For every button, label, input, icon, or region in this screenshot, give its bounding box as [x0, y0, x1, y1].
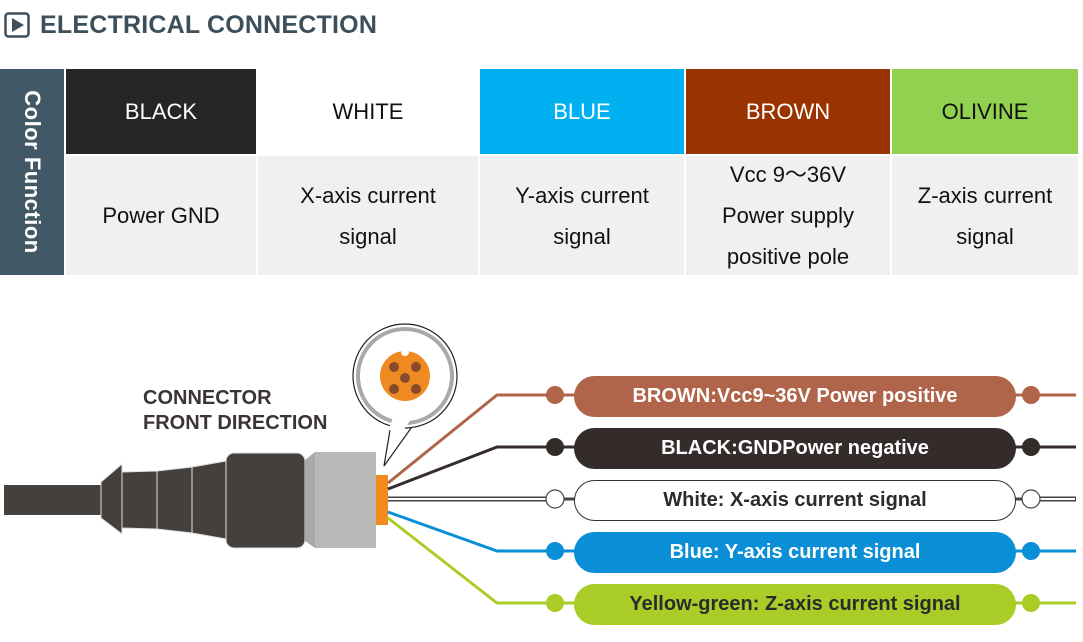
section-title: ELECTRICAL CONNECTION — [40, 10, 378, 39]
wire-yellow-green-dot-right — [1022, 594, 1040, 612]
table-column-blue: BLUE Y-axis current signal — [480, 69, 684, 275]
section-header: ELECTRICAL CONNECTION — [4, 10, 377, 40]
table-column-brown: BROWN Vcc 9～36V Power supply positive po… — [686, 69, 890, 275]
color-header-cell: WHITE — [258, 69, 478, 154]
color-header-cell: BLACK — [66, 69, 256, 154]
table-column-black: BLACK Power GND — [66, 69, 256, 275]
table-side-label: Color Function — [0, 69, 64, 275]
wire-blue-dot-left — [546, 542, 564, 560]
color-header-cell: BLUE — [480, 69, 684, 154]
function-cell: Y-axis current signal — [480, 156, 684, 275]
connector-face-icon — [380, 348, 430, 401]
wire-brown-dot-right — [1022, 386, 1040, 404]
wire-label-black: BLACK:GNDPower negative — [574, 428, 1016, 469]
table-column-olivine: OLIVINE Z-axis current signal — [892, 69, 1078, 275]
connector-label-line2: FRONT DIRECTION — [143, 412, 328, 434]
function-cell: Power GND — [66, 156, 256, 275]
wire-yellow-green-dot-left — [546, 594, 564, 612]
table-column-white: WHITE X-axis current signal — [258, 69, 478, 275]
function-cell: X-axis current signal — [258, 156, 478, 275]
wire-black — [387, 445, 555, 491]
play-icon — [4, 12, 30, 38]
wire-black-dot-left — [546, 438, 564, 456]
wire-yellow-green — [387, 516, 555, 605]
connector-front-label: CONNECTOR FRONT DIRECTION — [143, 386, 327, 436]
connector-plug — [376, 475, 388, 525]
wire-brown — [387, 393, 555, 485]
color-header-cell: OLIVINE — [892, 69, 1078, 154]
wire-white-dot-left — [545, 489, 565, 509]
wire-brown-dot-left — [546, 386, 564, 404]
function-cell: Z-axis current signal — [892, 156, 1078, 275]
color-header-cell: BROWN — [686, 69, 890, 154]
function-cell: Vcc 9～36V Power supply positive pole — [686, 156, 890, 275]
wire-label-white: White: X-axis current signal — [574, 480, 1016, 521]
color-function-table: Color Function BLACK Power GND WHITE X-a… — [0, 69, 1078, 275]
wires — [387, 386, 1076, 612]
wire-label-blue: Blue: Y-axis current signal — [574, 532, 1016, 573]
wire-black-dot-right — [1022, 438, 1040, 456]
wire-white-dot-right — [1021, 489, 1041, 509]
connector-housing — [305, 452, 376, 548]
cable — [4, 452, 306, 549]
wire-blue-dot-right — [1022, 542, 1040, 560]
wire-label-yellow-green: Yellow-green: Z-axis current signal — [574, 584, 1016, 625]
wire-blue — [387, 510, 555, 553]
connector-label-line1: CONNECTOR — [143, 387, 272, 409]
wire-label-brown: BROWN:Vcc9~36V Power positive — [574, 376, 1016, 417]
